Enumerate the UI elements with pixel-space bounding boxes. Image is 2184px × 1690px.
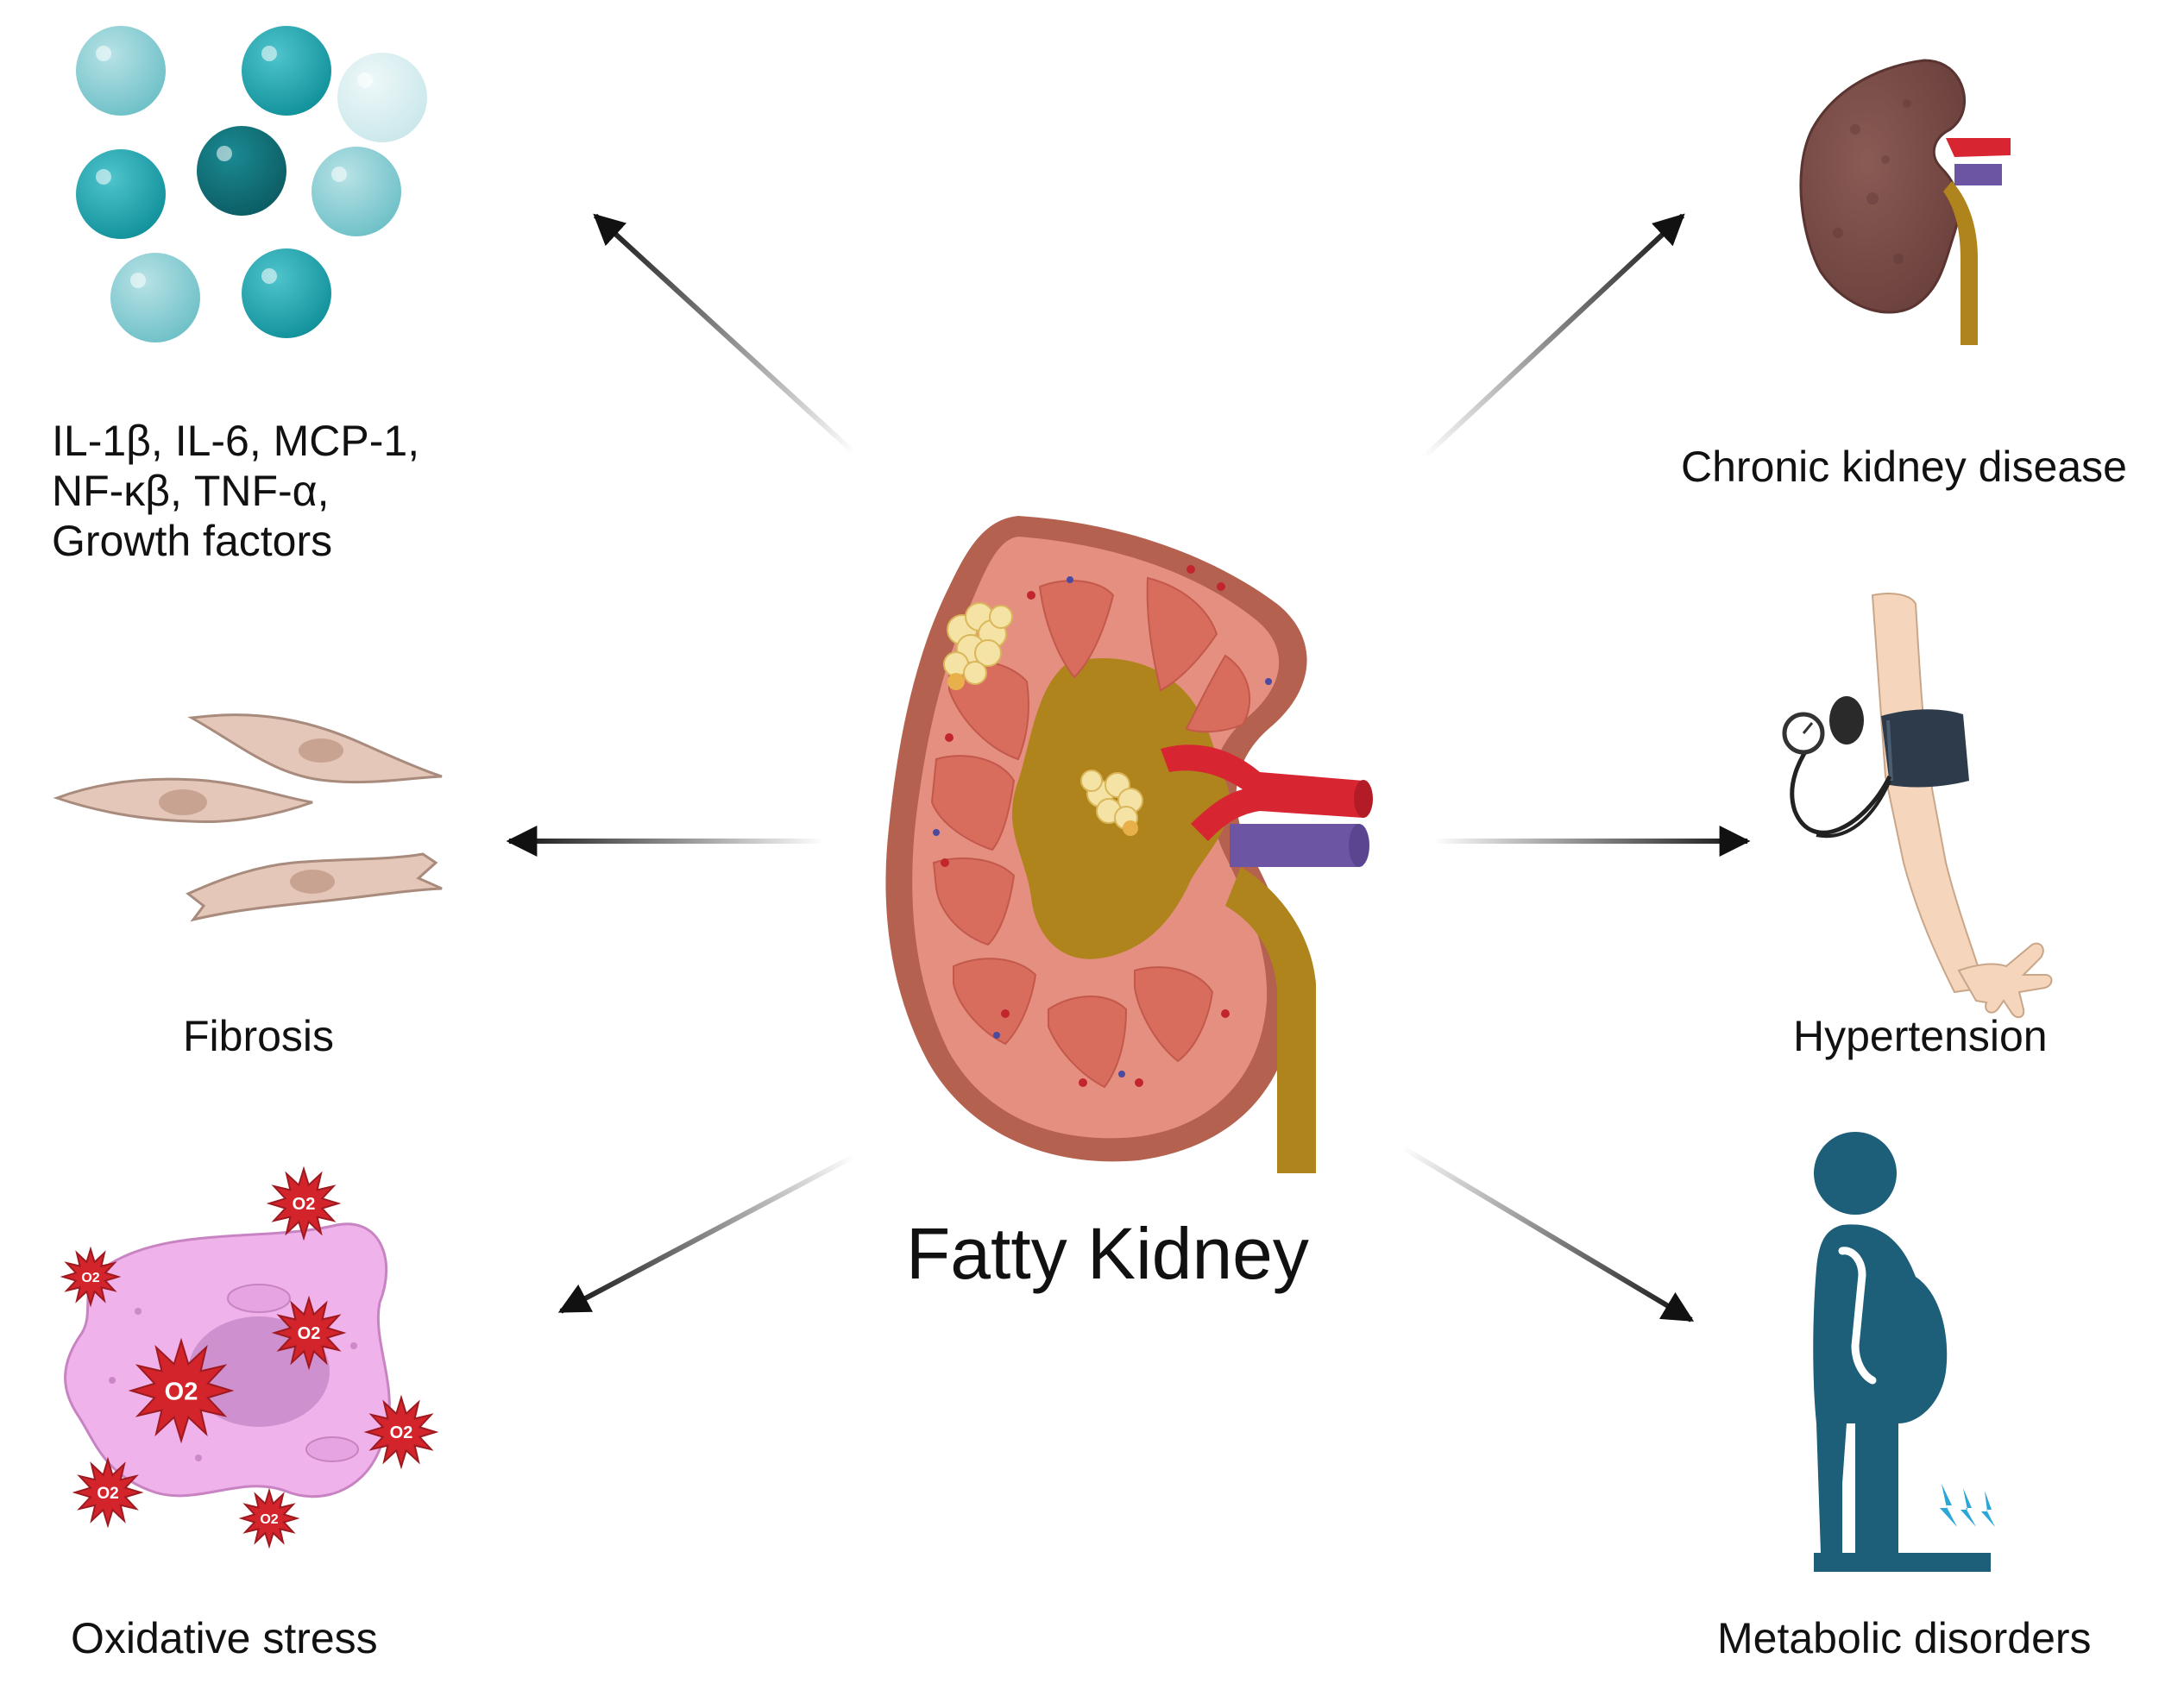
cytokine-spheres-icon xyxy=(76,26,427,342)
ckd-label: Chronic kidney disease xyxy=(1681,443,2127,491)
blood-pressure-arm-icon xyxy=(1782,593,2053,1019)
metabolic-disorders-label: Metabolic disorders xyxy=(1717,1614,2092,1662)
oxidative-stress-label: Oxidative stress xyxy=(71,1614,378,1662)
hypertension-label: Hypertension xyxy=(1793,1012,2048,1060)
oxygen-radical-label: O2 xyxy=(165,1378,198,1405)
arrow-to-metabolic xyxy=(1400,1145,1695,1322)
arrow-to-ckd xyxy=(1421,213,1685,460)
oxygen-radical-icon xyxy=(238,1487,300,1549)
oxygen-radical-label: O2 xyxy=(298,1324,321,1343)
arrow-to-inflammation xyxy=(593,213,857,455)
overweight-person-scale-icon xyxy=(1813,1132,1995,1572)
fatty-kidney-illustration xyxy=(885,516,1373,1173)
inflammation-line-1: IL-1β, IL-6, MCP-1, xyxy=(52,417,420,465)
fibroblast-cells-icon xyxy=(53,713,443,922)
inflammation-label: IL-1β, IL-6, MCP-1, NF-κβ, TNF-α, Growth… xyxy=(52,416,419,566)
chronic-kidney-icon xyxy=(1799,59,2011,345)
oxygen-radical-label: O2 xyxy=(293,1195,316,1214)
oxygen-radical-icon xyxy=(60,1246,122,1308)
arrow-to-oxidative-stress xyxy=(557,1153,856,1314)
oxygen-radical-icon xyxy=(266,1165,342,1241)
oxygen-radical-icon xyxy=(72,1456,144,1529)
oxygen-radical-icon xyxy=(271,1295,347,1371)
arrows xyxy=(506,213,1751,1322)
fibrosis-label: Fibrosis xyxy=(183,1012,335,1060)
inflammation-line-2: NF-κβ, TNF-α, xyxy=(52,467,330,515)
oxygen-radical-label: O2 xyxy=(81,1271,99,1285)
oxidative-stress-cell-icon xyxy=(64,1222,391,1498)
inflammation-line-3: Growth factors xyxy=(52,517,333,565)
fatty-kidney-title: Fatty Kidney xyxy=(906,1213,1309,1294)
oxygen-radical-label: O2 xyxy=(260,1512,278,1527)
oxygen-radical-icon xyxy=(363,1394,439,1470)
oxygen-radical-label: O2 xyxy=(97,1485,118,1503)
oxygen-radical-icon xyxy=(128,1337,235,1444)
oxygen-radical-label: O2 xyxy=(390,1423,413,1442)
